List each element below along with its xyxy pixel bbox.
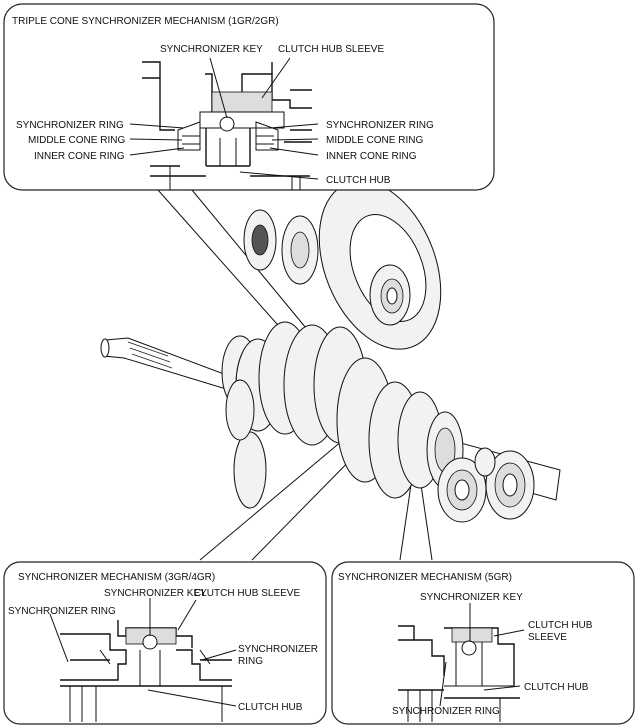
label-middle-cone-ring-right: MIDDLE CONE RING xyxy=(326,135,423,146)
label-synchronizer-ring-left: SYNCHRONIZER RING xyxy=(8,606,116,617)
panel-frame xyxy=(331,561,635,725)
panel-3gr-4gr: SYNCHRONIZER MECHANISM (3GR/4GR) SYNCHRO… xyxy=(3,561,327,725)
label-middle-cone-ring-left: MIDDLE CONE RING xyxy=(28,135,125,146)
leader-inner-cone-right xyxy=(269,147,319,156)
panel-title: TRIPLE CONE SYNCHRONIZER MECHANISM (1GR/… xyxy=(12,16,279,27)
panel-triple-cone: TRIPLE CONE SYNCHRONIZER MECHANISM (1GR/… xyxy=(3,3,495,191)
label-clutch-hub-sleeve-line2: SLEEVE xyxy=(528,632,567,643)
leader-sync-ring-left xyxy=(129,123,185,129)
5gr-section xyxy=(398,625,520,722)
leader-clutch-hub xyxy=(147,689,237,707)
leader-sync-ring-left xyxy=(49,613,69,663)
leader-hub-sleeve xyxy=(261,57,291,99)
label-clutch-hub: CLUTCH HUB xyxy=(524,682,589,693)
gear-cluster xyxy=(221,321,464,509)
label-clutch-hub: CLUTCH HUB xyxy=(238,702,303,713)
label-synchronizer-key: SYNCHRONIZER KEY xyxy=(420,592,523,603)
leader-sync-ring-right xyxy=(269,123,319,129)
leader-sync-key xyxy=(209,57,228,119)
label-synchronizer-ring-right: SYNCHRONIZER RING xyxy=(326,120,434,131)
leader-hub-sleeve xyxy=(493,629,525,637)
leader-line-top-left xyxy=(157,189,301,351)
label-synchronizer-ring-left: SYNCHRONIZER RING xyxy=(16,120,124,131)
3gr-4gr-section xyxy=(60,620,232,722)
leader-clutch-hub xyxy=(239,171,319,180)
leader-middle-cone-left xyxy=(129,138,183,141)
differential-ring-gear xyxy=(243,180,442,350)
label-clutch-hub: CLUTCH HUB xyxy=(326,175,391,186)
leader-line-right-1 xyxy=(399,477,413,561)
label-clutch-hub-sleeve: CLUTCH HUB SLEEVE xyxy=(278,44,384,55)
label-synchronizer-ring: SYNCHRONIZER RING xyxy=(392,706,500,717)
label-clutch-hub-sleeve-line1: CLUTCH HUB xyxy=(528,620,593,631)
label-synchronizer-key: SYNCHRONIZER KEY xyxy=(160,44,263,55)
panel-title: SYNCHRONIZER MECHANISM (3GR/4GR) xyxy=(18,572,215,583)
panel-5gr: SYNCHRONIZER MECHANISM (5GR) SYNCHRONIZE… xyxy=(331,561,635,725)
label-synchronizer-key: SYNCHRONIZER KEY xyxy=(104,588,207,599)
synchronizer-key-ball xyxy=(461,640,477,656)
leader-line-right-2 xyxy=(419,477,433,561)
leader-inner-cone-left xyxy=(129,147,185,156)
label-inner-cone-ring-right: INNER CONE RING xyxy=(326,151,417,162)
leader-middle-cone-right xyxy=(271,138,319,141)
output-bearings xyxy=(437,447,535,523)
leader-sync-ring xyxy=(439,661,447,707)
leader-hub-sleeve xyxy=(177,599,197,631)
label-synchronizer-ring-right-line1: SYNCHRONIZER xyxy=(238,644,318,655)
synchronizer-key-ball xyxy=(142,634,158,650)
triple-cone-section xyxy=(142,61,312,190)
leader-sync-ring-right xyxy=(201,649,237,661)
gearbox-assembly xyxy=(100,180,561,561)
leader-clutch-hub xyxy=(483,685,521,691)
label-clutch-hub-sleeve: CLUTCH HUB SLEEVE xyxy=(194,588,300,599)
label-synchronizer-ring-right-line2: RING xyxy=(238,656,263,667)
panel-title: SYNCHRONIZER MECHANISM (5GR) xyxy=(338,572,512,583)
leader-line-mid-left xyxy=(199,429,356,561)
synchronizer-key-ball xyxy=(219,116,235,132)
label-inner-cone-ring-left: INNER CONE RING xyxy=(34,151,125,162)
